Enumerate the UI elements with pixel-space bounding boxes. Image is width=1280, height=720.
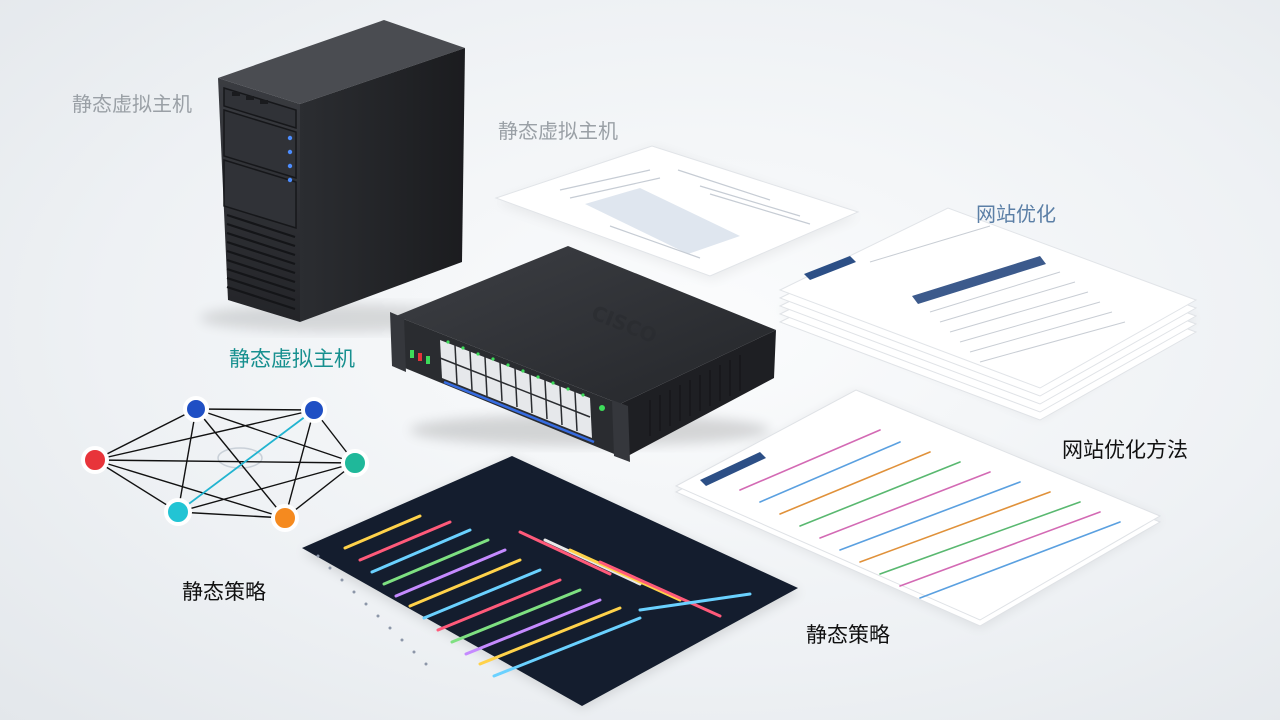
network-switch: CISCO [390, 246, 776, 462]
label-mid-left: 静态虚拟主机 [229, 347, 355, 371]
status-leds [287, 135, 293, 183]
graph-node-blue-left [183, 396, 209, 422]
drive-bays [223, 86, 297, 230]
label-bottom-left: 静态策略 [182, 580, 266, 604]
document-bottom-right [674, 389, 1162, 628]
graph-node-cyan [164, 498, 192, 526]
label-top-center: 静态虚拟主机 [498, 119, 618, 143]
label-top-right: 网站优化 [976, 202, 1056, 226]
document-top [494, 145, 860, 280]
label-top-left: 静态虚拟主机 [72, 92, 192, 116]
vent-grille [226, 213, 296, 311]
code-document [302, 456, 800, 708]
label-mid-right: 网站优化方法 [1062, 438, 1188, 462]
graph-node-red [81, 446, 109, 474]
document-stack [778, 207, 1198, 421]
label-bottom-center: 静态策略 [806, 623, 890, 647]
graph-node-blue-right [301, 397, 327, 423]
graph-node-green [341, 449, 369, 477]
graph-node-orange [271, 504, 299, 532]
network-graph [81, 396, 369, 532]
tower-server [200, 20, 480, 332]
